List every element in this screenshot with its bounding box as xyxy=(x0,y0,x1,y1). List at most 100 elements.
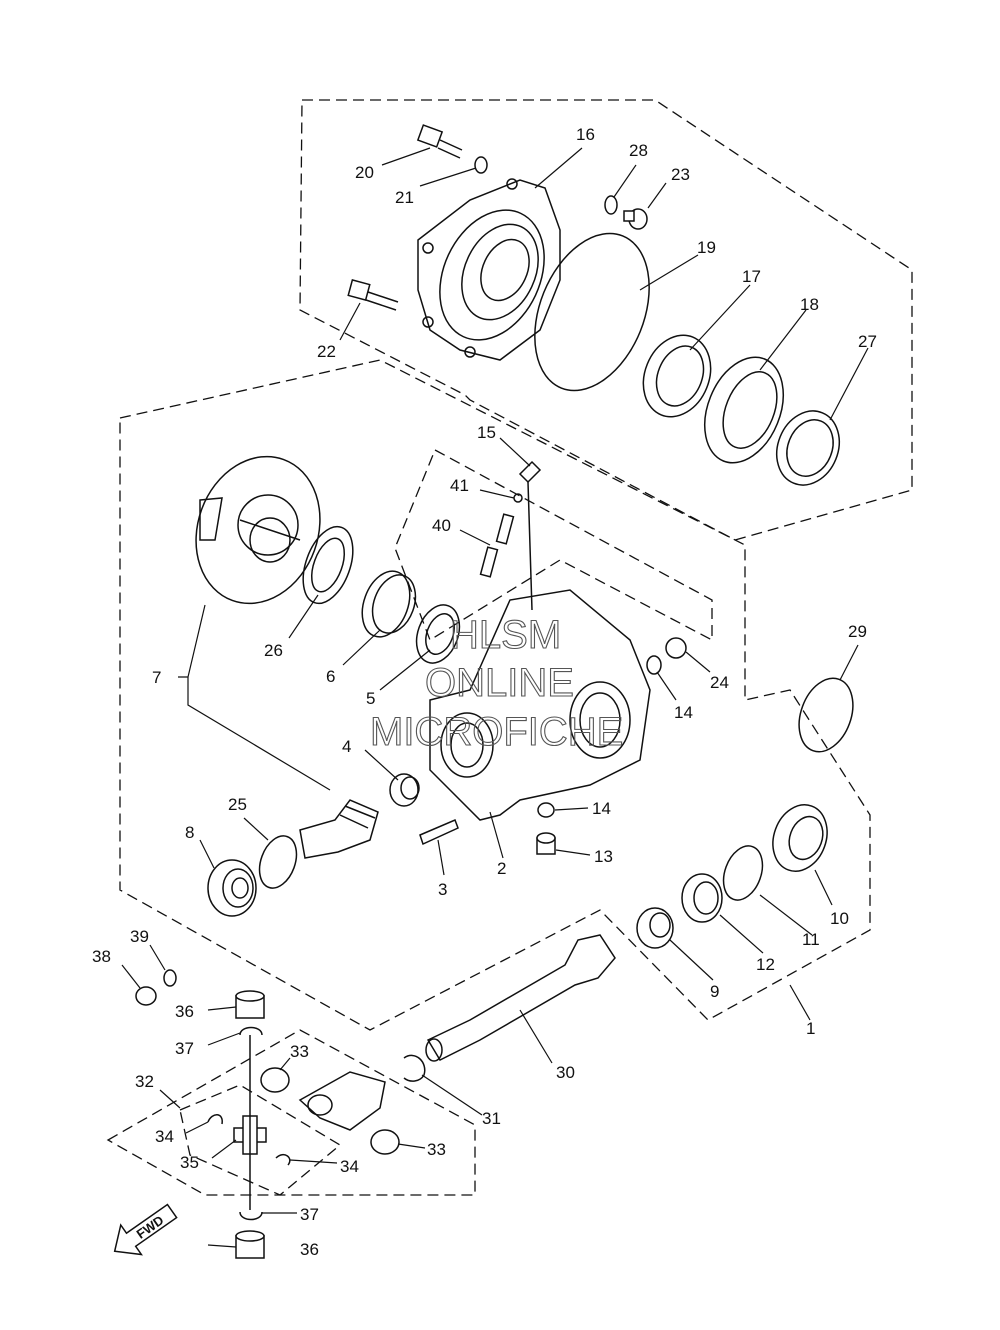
callout-24: 24 xyxy=(710,673,729,692)
part-30-drive-shaft xyxy=(425,934,616,1062)
callout-39: 39 xyxy=(130,927,149,946)
callout-16: 16 xyxy=(576,125,595,144)
part-17-seal xyxy=(642,334,712,418)
part-36-bearing-upper xyxy=(235,990,265,1019)
part-7-ring-gear xyxy=(195,455,321,605)
group-outline-gear-case xyxy=(119,359,871,1031)
callout-33-upper: 33 xyxy=(290,1042,309,1061)
part-37-circlip-upper xyxy=(239,1026,263,1036)
part-9-collar xyxy=(636,907,674,949)
part-38-nut xyxy=(135,986,157,1006)
watermark-line-3: MICROFICHE xyxy=(370,710,623,754)
part-5-seal xyxy=(415,604,461,664)
part-18-bearing xyxy=(704,356,784,464)
part-pinion-gear xyxy=(299,799,379,859)
callout-9: 9 xyxy=(710,982,719,1001)
callout-17: 17 xyxy=(742,267,761,286)
callout-30: 30 xyxy=(556,1063,575,1082)
part-36-bearing-lower xyxy=(235,1230,265,1259)
watermark-line-2: ONLINE xyxy=(425,661,574,705)
part-28-washer xyxy=(604,195,618,215)
callout-40: 40 xyxy=(432,516,451,535)
part-8-bearing xyxy=(207,859,257,917)
part-13-plug xyxy=(536,832,556,855)
callout-18: 18 xyxy=(800,295,819,314)
callout-28: 28 xyxy=(629,141,648,160)
callout-1: 1 xyxy=(806,1019,815,1038)
part-25-o-ring xyxy=(258,835,298,889)
part-34-circlip-left xyxy=(207,1114,223,1125)
part-2-gear-case xyxy=(429,589,651,821)
part-22-bolt xyxy=(347,279,399,311)
part-6-bearing xyxy=(361,570,417,638)
callout-13: 13 xyxy=(594,847,613,866)
callout-19: 19 xyxy=(697,238,716,257)
part-21-washer xyxy=(474,156,488,174)
callout-25: 25 xyxy=(228,795,247,814)
part-31-circlip xyxy=(403,1054,426,1082)
callout-31: 31 xyxy=(482,1109,501,1128)
part-34-circlip-right xyxy=(275,1153,291,1166)
watermark-line-1: HLSM xyxy=(450,613,561,657)
part-10-nut xyxy=(772,804,828,872)
callout-34-right: 34 xyxy=(340,1157,359,1176)
part-12-bearing xyxy=(681,873,723,923)
callout-36-upper: 36 xyxy=(175,1002,194,1021)
callout-38: 38 xyxy=(92,947,111,966)
callout-22: 22 xyxy=(317,342,336,361)
part-32-yoke xyxy=(298,1071,386,1131)
part-15-breather xyxy=(518,460,542,611)
part-24-plug xyxy=(665,637,687,659)
callout-33-lower: 33 xyxy=(427,1140,446,1159)
callout-4: 4 xyxy=(342,737,351,756)
part-16-housing xyxy=(417,178,561,361)
callout-36-lower: 36 xyxy=(300,1240,319,1259)
arrow-down-left-icon: FWD xyxy=(113,1203,178,1256)
callout-14-lower: 14 xyxy=(592,799,611,818)
part-40-pipe xyxy=(479,513,515,578)
part-3-stud xyxy=(419,819,459,846)
callout-6: 6 xyxy=(326,667,335,686)
callout-labels: 1 2 3 4 5 6 7 8 9 10 11 12 13 14 14 15 1… xyxy=(92,125,877,1259)
part-19-o-ring xyxy=(534,232,650,392)
part-33-bearing-upper xyxy=(260,1067,290,1093)
callout-7: 7 xyxy=(152,668,161,687)
part-35-spider xyxy=(233,1035,267,1210)
part-37-circlip-lower xyxy=(239,1211,263,1221)
leader-lines xyxy=(121,147,869,1248)
group-outline-spider xyxy=(179,1084,342,1196)
watermark: HLSM ONLINE MICROFICHE xyxy=(369,612,623,754)
part-39-washer xyxy=(163,969,177,987)
part-4-bearing xyxy=(389,773,420,807)
callout-37-upper: 37 xyxy=(175,1039,194,1058)
part-26-plate xyxy=(302,525,354,605)
callout-12: 12 xyxy=(756,955,775,974)
part-14-washer-upper xyxy=(646,655,662,675)
callout-26: 26 xyxy=(264,641,283,660)
part-33-bearing-lower xyxy=(370,1129,400,1155)
callout-8: 8 xyxy=(185,823,194,842)
part-20-bolt xyxy=(416,124,463,159)
callout-34-left: 34 xyxy=(155,1127,174,1146)
callout-41: 41 xyxy=(450,476,469,495)
callout-3: 3 xyxy=(438,880,447,899)
part-23-plug xyxy=(623,208,648,230)
callout-23: 23 xyxy=(671,165,690,184)
callout-32: 32 xyxy=(135,1072,154,1091)
callout-14-upper: 14 xyxy=(674,703,693,722)
callout-10: 10 xyxy=(830,909,849,928)
group-outline-pinion xyxy=(394,449,713,642)
callout-11: 11 xyxy=(802,930,820,949)
callout-29: 29 xyxy=(848,622,867,641)
part-14-washer-lower xyxy=(537,802,555,818)
part-11-o-ring xyxy=(722,845,764,901)
callout-15: 15 xyxy=(477,423,496,442)
callout-35: 35 xyxy=(180,1153,199,1172)
callout-37-lower: 37 xyxy=(300,1205,319,1224)
part-27-shim xyxy=(776,410,840,486)
part-29-o-ring xyxy=(798,677,854,753)
callout-2: 2 xyxy=(497,859,506,878)
callout-20: 20 xyxy=(355,163,374,182)
callout-27: 27 xyxy=(858,332,877,351)
